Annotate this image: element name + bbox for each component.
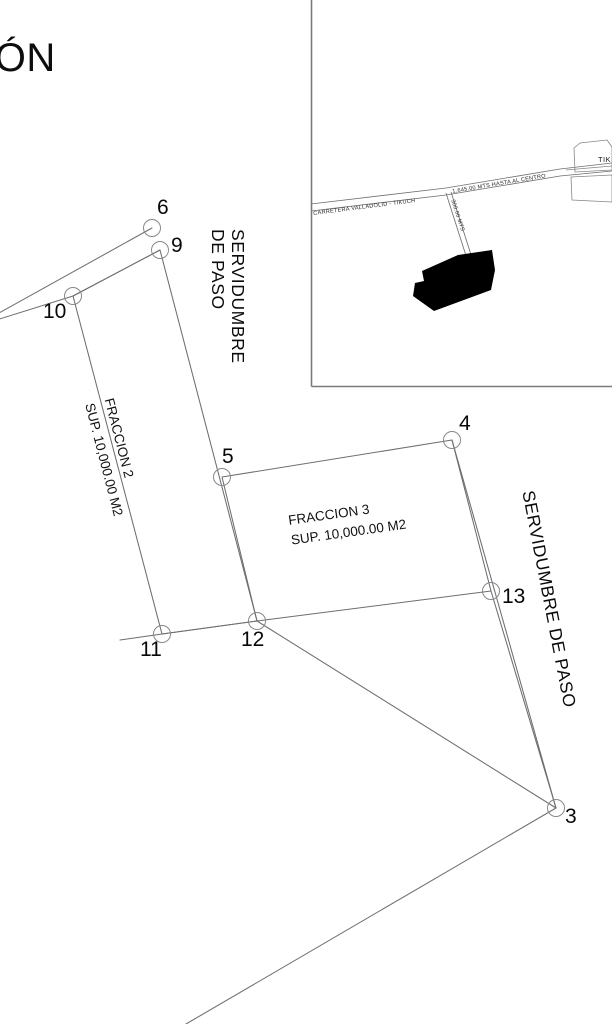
boundary-13-to-3	[490, 590, 557, 809]
page-title: SIÓN	[0, 36, 56, 80]
vertex-label-5: 5	[222, 445, 234, 468]
road-carretera-east-n	[559, 162, 612, 170]
vertex-label-10: 10	[43, 300, 67, 323]
vertex-label-9: 9	[171, 234, 183, 257]
inset-frame	[310, 0, 612, 388]
vertex-label-13: 13	[502, 585, 526, 608]
vertex-marker-13	[482, 582, 500, 600]
inset-town-blocks	[565, 139, 612, 203]
vertex-marker-9	[151, 241, 169, 259]
parcel-linework	[0, 227, 557, 1024]
inset-property-block	[413, 250, 495, 311]
easement-left-line-1: SERVIDUMBRE	[228, 229, 248, 364]
vertex-label-3: 3	[565, 805, 577, 828]
road-carretera-edge-n	[310, 168, 561, 205]
boundary-9-to-10-west	[0, 249, 161, 320]
easement-label-left: SERVIDUMBRE DE PASO	[208, 229, 248, 364]
vertex-label-12: 12	[241, 628, 265, 651]
boundary-3-southwest	[185, 807, 557, 1024]
vertex-label-11: 11	[140, 638, 162, 661]
vertex-label-6: 6	[157, 196, 169, 219]
vertex-markers	[64, 219, 565, 817]
vertex-marker-5	[213, 468, 231, 486]
inset-location-map	[310, 0, 612, 388]
vertex-marker-4	[443, 431, 461, 449]
vertex-label-4: 4	[459, 412, 471, 435]
town-block-upper	[573, 139, 612, 173]
vertex-marker-3	[547, 799, 565, 817]
town-road-spur	[565, 165, 612, 171]
road-carretera-edge-s	[310, 175, 561, 212]
town-block-lower	[570, 174, 612, 203]
road-acceso-e	[450, 191, 474, 262]
vertex-marker-12	[248, 612, 266, 630]
inset-roads	[310, 162, 612, 263]
inset-town-label-tikuch: TIK	[598, 155, 611, 164]
road-acceso-w	[445, 192, 469, 263]
vertex-marker-6	[143, 219, 161, 237]
boundary-4-to-3	[451, 439, 557, 809]
vertex-marker-11	[153, 625, 171, 643]
vertex-marker-10	[64, 287, 82, 305]
easement-left-line-2: DE PASO	[208, 229, 229, 310]
boundary-11-12-east	[119, 620, 557, 809]
road-carretera-east-s	[559, 170, 612, 177]
boundary-6-to-west	[0, 227, 153, 314]
